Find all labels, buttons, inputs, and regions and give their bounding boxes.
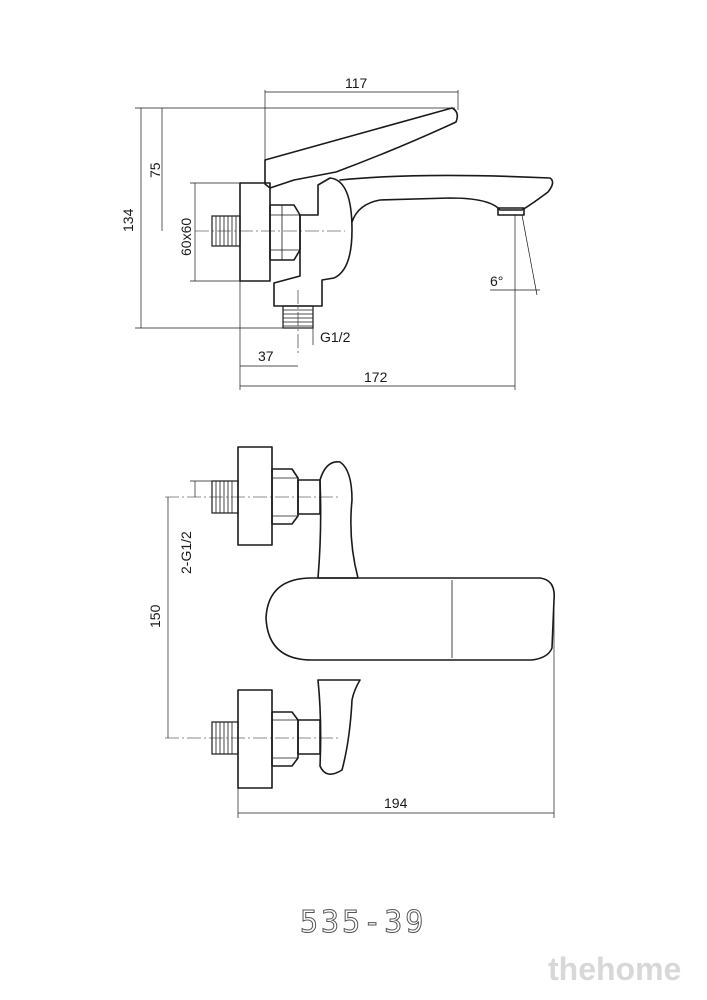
dim-117: 117 <box>264 75 459 160</box>
model-number: 535-39 <box>300 905 426 940</box>
dim-inlet-threads-label: 2-G1/2 <box>178 531 194 574</box>
dim-172: 172 <box>240 215 516 390</box>
lower-inlet-assembly <box>211 689 321 789</box>
handle-body <box>265 577 556 661</box>
dim-spout-angle-label: 6° <box>490 273 503 289</box>
dim-75-label: 75 <box>147 162 163 178</box>
upper-flange <box>237 446 273 546</box>
spout <box>339 174 554 223</box>
dim-37-label: 37 <box>258 348 274 364</box>
lower-arm <box>317 679 361 775</box>
dim-spout-angle: 6° <box>490 214 540 296</box>
dim-134-label: 134 <box>120 208 136 232</box>
wall-flange <box>239 182 271 282</box>
dim-194-label: 194 <box>384 795 408 811</box>
top-view: 2-G1/2 150 194 <box>147 446 556 818</box>
dim-150-label: 150 <box>147 604 163 628</box>
lever-handle <box>264 107 459 189</box>
dim-172-label: 172 <box>364 369 388 385</box>
dim-inlet-threads: 2-G1/2 <box>178 480 212 574</box>
watermark-logo: thehome <box>548 951 681 987</box>
upper-inlet-assembly <box>211 446 321 546</box>
dim-37: 37 <box>239 281 298 390</box>
dim-117-label: 117 <box>345 75 368 91</box>
dim-60x60: 60x60 <box>178 182 240 282</box>
dim-150: 150 <box>147 497 169 738</box>
aerator <box>497 207 525 216</box>
lower-flange <box>237 689 273 789</box>
dim-75: 75 <box>147 108 163 231</box>
dim-60x60-label: 60x60 <box>178 218 194 256</box>
dim-134: 134 <box>120 107 455 329</box>
valve-body <box>273 177 353 307</box>
dim-194: 194 <box>237 600 555 818</box>
dim-outlet-thread-label: G1/2 <box>320 329 351 345</box>
side-view: 117 134 75 60x60 G1/2 37 <box>120 75 554 390</box>
upper-arm <box>317 461 359 579</box>
hex-nut <box>269 204 301 261</box>
dim-outlet-thread: G1/2 <box>312 328 351 345</box>
